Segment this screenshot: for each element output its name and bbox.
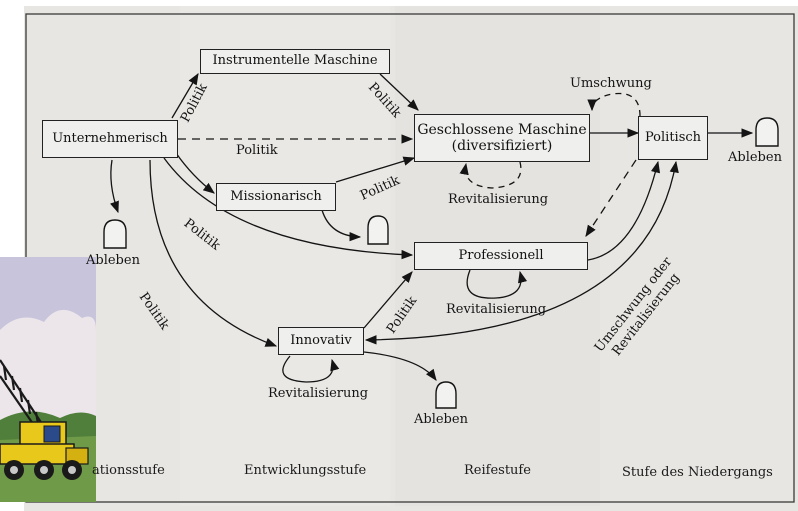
stage-label-formation: ationsstufe	[92, 463, 165, 478]
tombstone-icon	[755, 117, 779, 147]
node-geschlossene-maschine: Geschlossene Maschine (diversifiziert)	[414, 114, 590, 162]
label-politik-dashed: Politik	[236, 143, 278, 158]
loop-politisch-umschwung	[587, 92, 641, 117]
tombstone-icon	[435, 381, 457, 409]
node-professionell: Professionell	[414, 242, 588, 270]
arrow-unt-to-innovativ	[149, 159, 278, 347]
label-umschwung: Umschwung	[570, 76, 652, 91]
node-label: Missionarisch	[230, 188, 322, 204]
loop-innovativ-revitalisierung	[282, 355, 340, 383]
crane-clipart	[0, 257, 96, 502]
tombstone-icon	[103, 219, 127, 249]
node-label: Instrumentelle Maschine	[212, 53, 378, 69]
arrow-instrumentell-to-geschlossen	[379, 73, 419, 111]
node-label-line2: (diversifiziert)	[451, 138, 553, 154]
arrow-unt-to-ableben	[110, 159, 119, 214]
label-revitalisierung-innovativ: Revitalisierung	[268, 386, 369, 401]
stage-label-reife: Reifestufe	[464, 463, 531, 478]
label-ableben-unternehmerisch: Ableben	[86, 253, 140, 268]
stage-label-entwicklung: Entwicklungsstufe	[244, 463, 367, 478]
node-label: Politisch	[644, 129, 702, 145]
node-missionarisch: Missionarisch	[216, 183, 336, 211]
arrow-politisch-innovativ	[364, 160, 679, 345]
node-label-line1: Geschlossene Maschine	[417, 121, 587, 138]
tombstone-icon	[367, 215, 389, 245]
arrow-unt-to-missionarisch	[175, 152, 215, 194]
node-innovativ: Innovativ	[278, 327, 364, 355]
label-ableben-politisch: Ableben	[728, 150, 782, 165]
node-label: Innovativ	[290, 332, 352, 348]
label-revitalisierung-professionell: Revitalisierung	[446, 302, 547, 317]
node-politisch: Politisch	[638, 116, 708, 160]
label-revitalisierung-geschlossen: Revitalisierung	[448, 192, 549, 207]
label-ableben-innovativ: Ableben	[414, 412, 468, 427]
arrow-unt-to-instrumentell	[171, 72, 199, 119]
node-unternehmerisch: Unternehmerisch	[42, 120, 178, 158]
stage-label-niedergang: Stufe des Niedergangs	[622, 465, 773, 480]
node-label: Professionell	[458, 247, 544, 263]
node-label: Unternehmerisch	[52, 130, 168, 146]
arrow-innovativ-to-ableben	[363, 351, 437, 381]
node-instrumentelle-maschine: Instrumentelle Maschine	[200, 49, 390, 74]
arrow-missionarisch-to-ableben	[321, 209, 362, 242]
